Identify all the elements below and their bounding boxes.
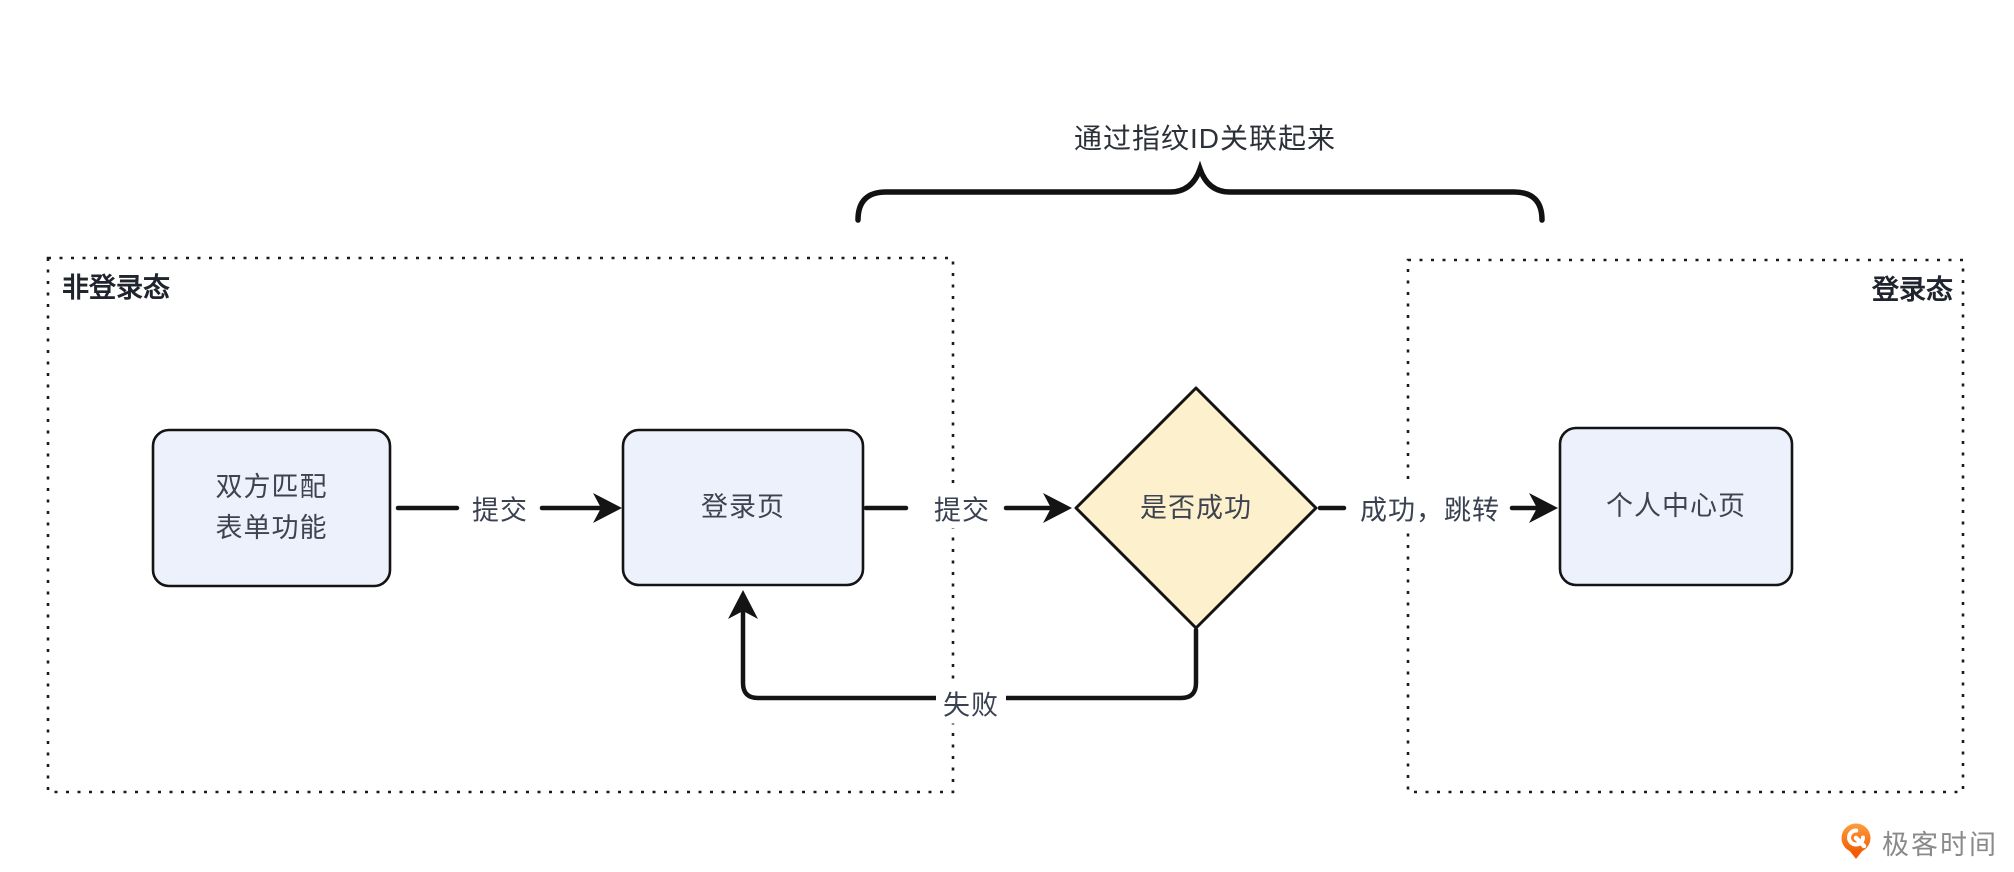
brand-name: 极客时间: [1882, 829, 1998, 860]
node-form-label: 双方匹配 表单功能: [215, 472, 328, 543]
node-profile-label: 个人中心页: [1606, 491, 1746, 521]
region-non-logged-in: [46, 256, 955, 794]
region-logged-in: [1406, 258, 1965, 794]
region-label-logged-in: 登录态: [1872, 275, 1953, 305]
node-decision-label: 是否成功: [1140, 492, 1252, 523]
edge-fail-label: 失败: [936, 682, 1006, 724]
diagram-title: 通过指纹ID关联起来: [1073, 123, 1337, 154]
brand-watermark: 极客时间: [1840, 820, 2000, 864]
node-profile-shape: [1558, 426, 1794, 587]
node-login-label: 登录页: [701, 492, 785, 522]
edge-success-label: 成功，跳转: [1353, 487, 1507, 529]
geektime-logo-icon: [1841, 823, 1871, 859]
edge-submit2-label: 提交: [927, 487, 997, 529]
edge-submit1-label: 提交: [465, 487, 535, 529]
edge-submit2-arrowhead: [1043, 493, 1072, 523]
node-login-shape: [621, 428, 865, 587]
edge-success-arrowhead: [1529, 493, 1558, 523]
brace-connector: [855, 160, 1545, 223]
edge-fail-arrowhead: [728, 590, 758, 619]
edge-submit1-arrowhead: [593, 493, 622, 523]
node-form-shape: [151, 428, 392, 588]
region-label-non-logged-in: 非登录态: [62, 273, 170, 303]
